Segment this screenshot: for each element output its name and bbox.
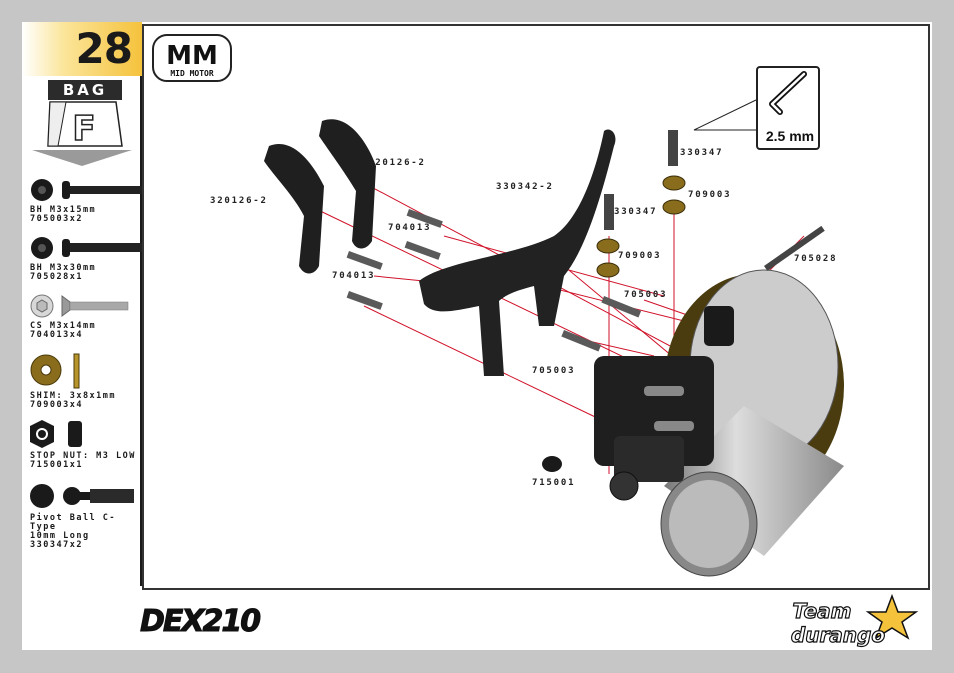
part-name: CS M3x14mm: [30, 321, 97, 331]
gearbox: [594, 306, 734, 501]
button-head-screw-icon: [31, 237, 208, 259]
exploded-diagram: [264, 99, 844, 577]
brand-line1: Team: [793, 599, 852, 623]
stop-nut: [542, 456, 562, 472]
part-code: 705003x2: [30, 214, 83, 224]
brand-line2: durango: [791, 623, 885, 647]
hex-key-icon: [769, 71, 807, 115]
callout-label: 709003: [688, 190, 732, 200]
part-name-line2: 10mm Long: [30, 531, 90, 541]
stop-nut-icon: [30, 420, 82, 448]
part-item: STOP NUT: M3 LOW 715001x1: [30, 418, 142, 470]
part-item: CS M3x14mm 704013x4: [30, 292, 142, 340]
pivot-ball-icon: [30, 484, 134, 508]
callout-label: 330342-2: [496, 182, 554, 192]
callout-label: 709003: [618, 251, 662, 261]
mid-motor-badge: MM MID MOTOR: [152, 34, 232, 86]
tool-box: 2.5 mm: [756, 66, 820, 150]
callout-label: 705003: [624, 290, 668, 300]
part-name: BH M3x15mm: [30, 205, 97, 215]
callout-label: 715001: [532, 478, 576, 488]
part-code: 709003x4: [30, 400, 83, 410]
part-name: SHIM: 3x8x1mm: [30, 391, 117, 401]
diagram-frame: MM MID MOTOR 2.5 mm 320126-2 320126-2 33…: [142, 24, 930, 590]
part-item: SHIM: 3x8x1mm 709003x4: [30, 352, 142, 410]
star-icon: [865, 593, 919, 640]
part-item: BH M3x30mm 705028x1: [30, 234, 208, 282]
step-number: 28: [75, 24, 133, 73]
down-arrow-icon: [32, 150, 132, 166]
badge-small-text: MID MOTOR: [170, 69, 214, 78]
screws: [346, 130, 825, 352]
bag-icon: F: [47, 101, 123, 148]
part-code: 330347x2: [30, 540, 83, 550]
badge-big-text: MM: [166, 41, 218, 71]
countersunk-screw-icon: [30, 294, 129, 318]
instruction-page: 28 BAG F BH M3x15mm 705003x2 BH M3x30mm …: [22, 22, 932, 650]
callout-label: 330347: [614, 207, 658, 217]
part-item: BH M3x15mm 705003x2: [30, 176, 142, 224]
callout-label: 705028: [794, 254, 838, 264]
callout-label: 320126-2: [210, 196, 268, 206]
part-name: STOP NUT: M3 LOW: [30, 451, 136, 461]
shim-stack: [596, 175, 686, 278]
button-head-screw-icon: [31, 179, 142, 201]
tool-leader: [693, 99, 764, 131]
sidebar-divider: [140, 76, 142, 586]
part-item: Pivot Ball C-Type 10mm Long 330347x2: [30, 482, 142, 550]
brand-logo: Team durango: [790, 593, 919, 648]
part-name: BH M3x30mm: [30, 263, 97, 273]
bag-letter: F: [72, 109, 95, 148]
motor-mount-plate: [419, 129, 616, 376]
callout-label: 704013: [388, 223, 432, 233]
shim-icon: [30, 353, 80, 389]
part-code: 705028x1: [30, 272, 83, 282]
callout-label: 705003: [532, 366, 576, 376]
step-number-box: 28: [22, 22, 142, 76]
tool-size-label: 2.5 mm: [765, 128, 815, 144]
callout-label: 704013: [332, 271, 376, 281]
upper-brackets: [264, 119, 376, 274]
part-name: Pivot Ball C-Type: [30, 513, 117, 532]
bag-label: BAG: [48, 80, 122, 100]
callout-label: 330347: [680, 148, 724, 158]
model-logo: DEX210: [139, 604, 261, 640]
part-code: 704013x4: [30, 330, 83, 340]
part-code: 715001x1: [30, 460, 83, 470]
callout-label: 320126-2: [368, 158, 426, 168]
